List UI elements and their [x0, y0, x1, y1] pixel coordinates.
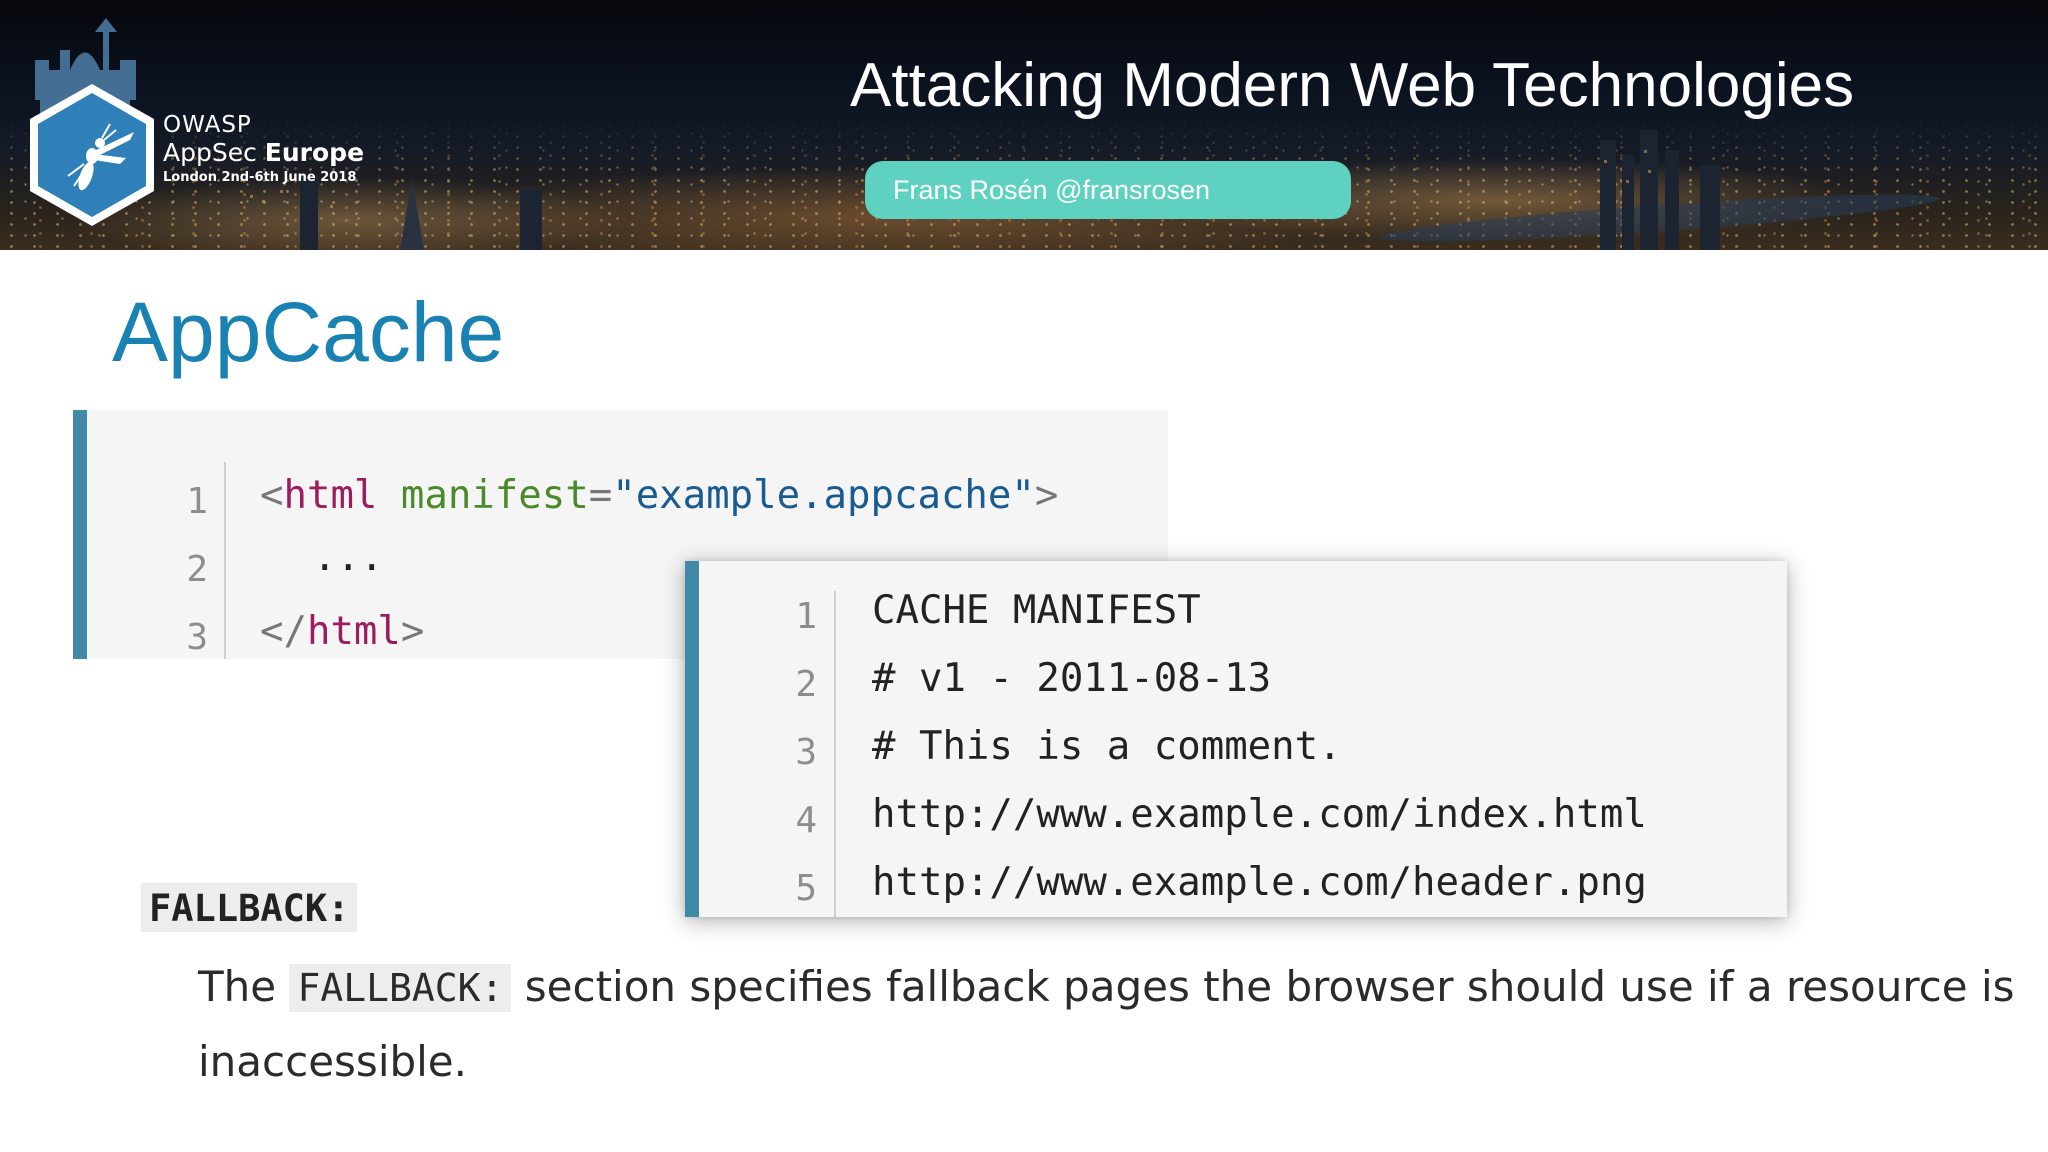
- fallback-description: The FALLBACK: section specifies fallback…: [198, 950, 2038, 1099]
- tag-open: <: [260, 473, 284, 518]
- line-number: 3: [795, 732, 817, 773]
- code-text: http://www.example.com/header.png: [872, 860, 1647, 905]
- code-block-accent-bar: [685, 561, 699, 917]
- talk-title: Attacking Modern Web Technologies: [850, 51, 1855, 120]
- gutter-divider: [834, 591, 836, 917]
- code-text: CACHE MANIFEST: [872, 588, 1201, 633]
- fallback-heading: FALLBACK:: [141, 883, 358, 932]
- attr-name: manifest: [400, 473, 589, 518]
- manifest-code-block: 1 CACHE MANIFEST 2 # v1 - 2011-08-13 3 #…: [685, 561, 1787, 917]
- code-text: ...: [313, 535, 384, 580]
- code-block-accent-bar: [73, 410, 87, 659]
- attr-value: "example.appcache": [612, 473, 1035, 518]
- line-number: 2: [186, 549, 208, 590]
- tag-close: >: [1034, 473, 1059, 518]
- line-number: 1: [186, 481, 208, 522]
- code-text: http://www.example.com/index.html: [872, 792, 1647, 837]
- code-text: </html>: [260, 598, 424, 666]
- header-banner: OWASP AppSec Europe London 2nd-6th June …: [0, 0, 2048, 250]
- code-text: # v1 - 2011-08-13: [872, 656, 1272, 701]
- desc-inline-code: FALLBACK:: [289, 964, 512, 1012]
- speaker-badge: Frans Rosén @fransrosen: [865, 161, 1351, 219]
- line-number: 1: [795, 596, 817, 637]
- tag-name: html: [306, 609, 401, 654]
- slide-title: AppCache: [112, 285, 505, 379]
- event-suffix: Europe: [264, 138, 365, 167]
- event-date: London 2nd-6th June 2018: [163, 170, 357, 185]
- line-number: 3: [186, 617, 208, 658]
- event-prefix: AppSec: [163, 138, 257, 167]
- line-number: 2: [795, 664, 817, 705]
- city-skyline: [35, 18, 1720, 250]
- tag-name: html: [283, 473, 378, 518]
- owasp-brand: OWASP: [163, 112, 252, 138]
- desc-text-before: The: [198, 962, 277, 1011]
- line-number: 5: [795, 868, 817, 909]
- tag-close: >: [400, 609, 425, 654]
- gutter-divider: [224, 462, 226, 659]
- attr-eq: =: [588, 473, 613, 518]
- line-number: 4: [795, 800, 817, 841]
- event-logo-text: OWASP AppSec Europe London 2nd-6th June …: [163, 112, 364, 188]
- wasp-hexagon-icon: [30, 84, 154, 226]
- tag-open: </: [260, 609, 307, 654]
- desc-text-after: section specifies fallback pages the bro…: [198, 962, 2015, 1086]
- code-text: # This is a comment.: [872, 724, 1342, 769]
- code-text: <html manifest="example.appcache">: [260, 462, 1058, 530]
- event-name: AppSec Europe: [163, 138, 364, 168]
